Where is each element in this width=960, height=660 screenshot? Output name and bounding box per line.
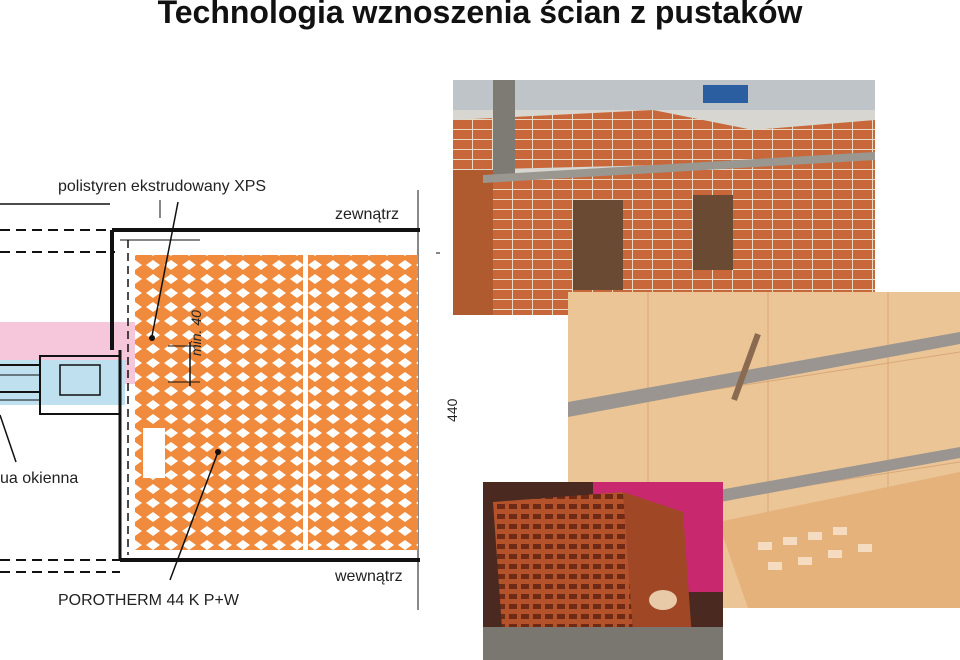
window-label: ua okienna: [0, 470, 79, 487]
outside-label: zewnątrz: [335, 206, 400, 223]
bricklayer-photo: [483, 482, 723, 660]
xps-label: polistyren ekstrudowany XPS: [58, 178, 267, 195]
wall-cross-section-drawing: polistyren ekstrudowany XPS zewnątrz wew…: [0, 160, 463, 620]
min-dimension-label: min. 40: [188, 310, 204, 356]
construction-site-photo: [453, 80, 875, 315]
inside-label: wewnątrz: [335, 568, 403, 585]
block-label: POROTHERM 44 K P+W: [58, 592, 239, 609]
page-title: Technologia wznoszenia ścian z pustaków: [157, 0, 803, 30]
thickness-dimension-label: 440: [444, 398, 460, 422]
